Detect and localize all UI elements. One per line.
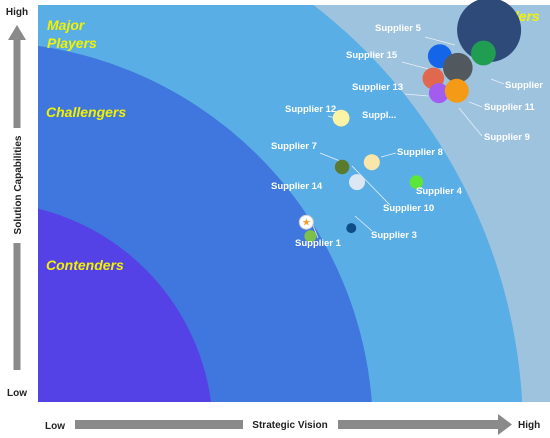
star-icon: ★ [302,218,311,229]
bubble-unlabeled-11 [349,174,365,191]
label-supplier-12: Supplier 12 [285,104,336,115]
x-axis-high-label: High [518,420,540,431]
label-supplier-5: Supplier 5 [375,23,422,34]
label-supplier-7: Supplier 7 [271,141,317,152]
bubble-supplier-14 [298,214,314,230]
zone-label-contenders: Contenders [46,257,124,273]
point-labels: Supplier 5 Supplier 15 Supplier Supplier 13… [271,23,543,249]
label-leader-lines [311,36,505,239]
bubble-supplier-8 [363,154,380,171]
y-axis-low-label: Low [7,388,27,399]
bubble-supplier-3 [346,223,357,234]
leader-line [354,215,373,232]
leader-line [401,61,433,71]
label-supplier-4: Supplier 4 [416,186,463,197]
leader-line [424,36,456,46]
leader-line [458,107,483,137]
bubble-supplier-4 [409,175,424,189]
label-supplier-14: Supplier 14 [271,181,323,192]
x-axis: Low Strategic Vision High [45,414,540,435]
label-supplier-3: Supplier 3 [371,230,417,241]
leader-line [468,101,483,108]
label-supplier-10: Supplier 10 [383,203,434,214]
bubble-supplier-7 [334,159,350,175]
leader-line [319,152,341,162]
label-supplier-9: Supplier 9 [484,132,530,143]
x-axis-title: Strategic Vision [252,420,327,431]
bubble-supplier-1 [304,230,317,243]
zone-label-challengers: Challengers [46,104,126,120]
zone-contenders [38,208,211,402]
zone-label-major-line-1: Major [47,17,86,33]
y-axis: High Solution Capabilities Low [6,7,28,399]
y-axis-title: Solution Capabilities [13,135,24,234]
label-supplier-13: Supplier 13 [352,82,403,93]
label-supplier-15: Supplier 15 [346,50,398,61]
leader-line [380,152,397,158]
zone-label-major-line-2: Players [47,35,97,51]
bubble-unlabeled-4 [443,52,473,83]
leader-line [351,165,391,206]
bubble-suppl- [428,83,449,104]
bubble-supplier-11 [444,78,469,103]
x-axis-low-label: Low [45,421,65,432]
label-suppl-: Suppl... [362,110,396,121]
label-supplier-1: Supplier 1 [295,238,342,249]
bubble-supplier-12 [332,109,350,127]
label-supplier: Supplier [505,80,543,91]
leader-line [404,93,429,97]
y-axis-high-label: High [6,7,28,18]
label-supplier-11: Supplier 11 [484,102,535,113]
zone-label-major-players: Major Players [47,17,97,51]
leader-line [490,78,505,85]
bubbles: ★ [298,0,522,243]
bubble-supplier [471,40,496,66]
label-supplier-8: Supplier 8 [397,147,443,158]
